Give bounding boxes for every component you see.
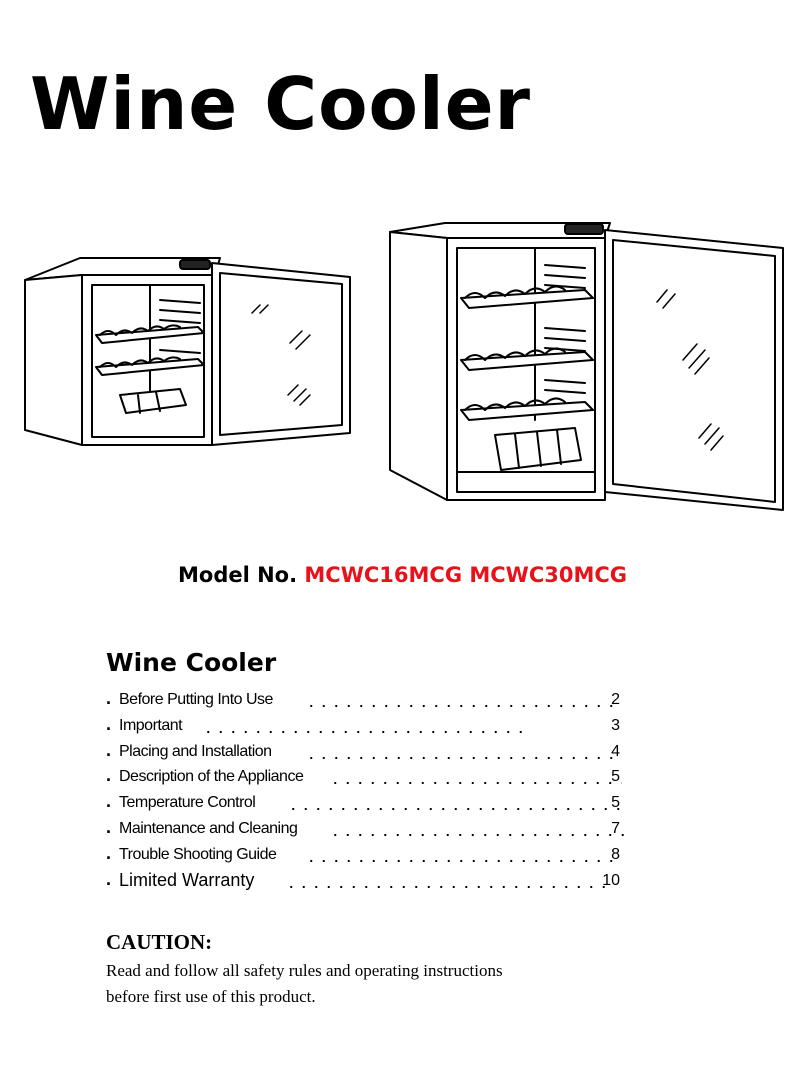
toc-item-page: 5 (611, 794, 620, 812)
toc-item-label: Description of the Appliance (119, 768, 304, 786)
bullet-icon: . (106, 739, 111, 760)
large-wine-cooler-illustration (389, 222, 784, 511)
toc-item-page: 2 (611, 691, 620, 708)
model-number-line: Model No. MCWC16MCG MCWC30MCG (178, 563, 627, 587)
table-of-contents: . Before Putting Into Use 2 . Important … (104, 688, 629, 896)
toc-item-label: Important (119, 716, 183, 734)
toc-item-page: 3 (611, 716, 620, 734)
toc-item-label: Limited Warranty (119, 869, 255, 890)
bullet-icon: . (106, 791, 111, 812)
dot-leader (326, 773, 622, 786)
toc-item-label: Temperature Control (119, 794, 256, 812)
dot-leader (282, 876, 614, 889)
toc-item-page: 8 (611, 845, 620, 863)
toc-item-label: Trouble Shooting Guide (119, 845, 277, 863)
toc-item[interactable]: . Limited Warranty 10 (104, 868, 624, 896)
document-title: Wine Cooler (30, 62, 532, 146)
toc-item[interactable]: . Temperature Control 5 (104, 791, 629, 818)
dot-leader (302, 696, 622, 708)
caution-heading: CAUTION: (106, 930, 213, 954)
toc-item[interactable]: . Placing and Installation 4 (104, 739, 624, 767)
caution-text: Read and follow all safety rules and ope… (106, 961, 503, 1006)
toc-heading: Wine Cooler (106, 648, 277, 677)
bullet-icon: . (106, 868, 111, 889)
toc-item-page: 7 (611, 819, 620, 837)
toc-item-page: 4 (611, 742, 620, 760)
model-label: Model No. (178, 563, 298, 587)
toc-item[interactable]: . Maintenance and Cleaning 7 (104, 816, 629, 844)
toc-item-page: 10 (602, 871, 620, 889)
toc-item-label: Maintenance and Cleaning (119, 819, 298, 837)
toc-item[interactable]: . Trouble Shooting Guide 8 (104, 842, 624, 870)
dot-leader (302, 850, 622, 863)
toc-item-label: Before Putting Into Use (119, 691, 273, 708)
bullet-icon: . (106, 816, 111, 837)
bullet-icon: . (106, 842, 111, 863)
toc-item-page: 5 (611, 768, 620, 786)
bullet-icon: . (106, 688, 111, 708)
bullet-icon: . (106, 765, 111, 786)
dot-leader (302, 747, 622, 760)
bullet-icon: . (106, 713, 111, 734)
toc-item[interactable]: . Before Putting Into Use 2 (104, 688, 624, 715)
toc-item[interactable]: . Description of the Appliance 5 (104, 765, 624, 792)
model-numbers: MCWC16MCG MCWC30MCG (304, 563, 628, 587)
toc-item-label: Placing and Installation (119, 742, 272, 760)
small-wine-cooler-illustration (24, 257, 351, 446)
dot-leader (284, 799, 629, 812)
toc-item[interactable]: . Important 3 (104, 713, 624, 741)
dot-leader (199, 721, 524, 734)
dot-leader (326, 824, 629, 837)
